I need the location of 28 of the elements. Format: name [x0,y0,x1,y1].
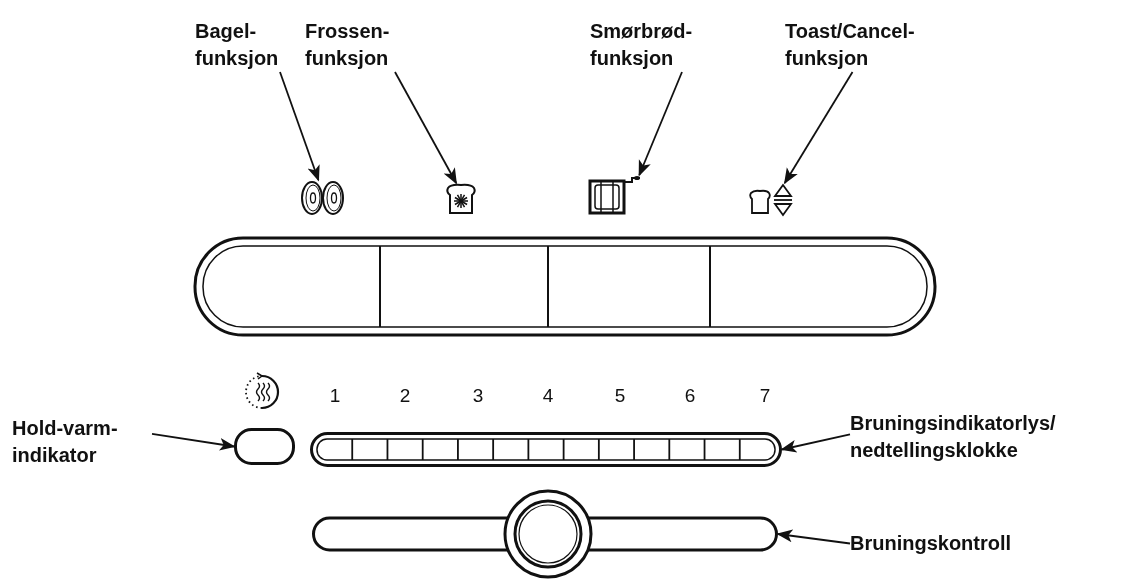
callout-label: Toast/Cancel- funksjon [785,18,935,72]
arrow [394,71,458,185]
arrow [776,529,851,545]
indicator-light-bar [310,432,782,467]
scale-number: 7 [758,385,772,407]
scale-number: 5 [613,385,627,407]
toast-cancel-icon [748,183,794,217]
callout-label: Frossen- funksjon [305,18,405,72]
callout-label: Hold-varm- indikator [12,415,152,469]
bagel-icon [300,180,346,216]
scale-number: 3 [471,385,485,407]
browning-slider [312,489,778,579]
scale-number: 6 [683,385,697,407]
callout-label: Smørbrød- funksjon [590,18,705,72]
frozen-toast-icon [445,183,477,215]
indicator-light [234,428,295,465]
arrow [151,433,236,451]
callout-label: Bruningskontroll [850,530,1012,557]
callout-label: Bagel- funksjon [195,18,295,72]
scale-number: 1 [328,385,342,407]
scale-number: 2 [398,385,412,407]
sandwich-icon [588,175,642,215]
arrow [638,71,683,177]
arrow [780,433,851,453]
arrow [783,71,854,185]
arrow [279,71,320,182]
scale-number: 4 [541,385,555,407]
callout-label: Bruningsindikatorlys/ nedtellingsklokke [850,410,1125,464]
